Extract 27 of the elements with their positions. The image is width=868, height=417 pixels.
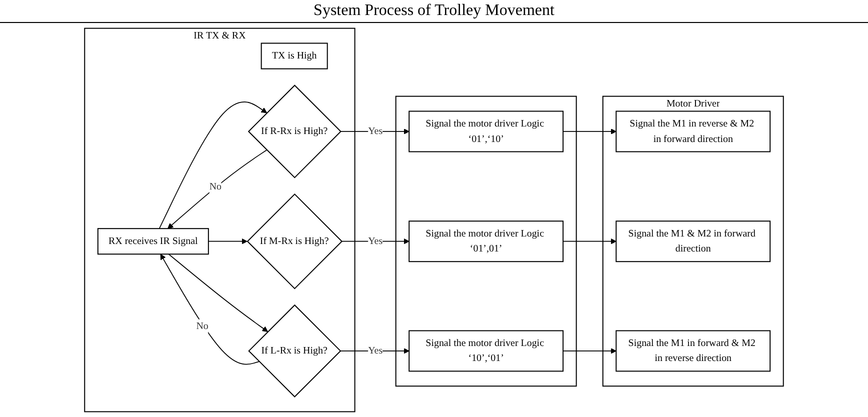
arrow: [168, 254, 268, 332]
arrow: [160, 254, 260, 365]
arrow: [562, 238, 616, 244]
edge-label: No: [209, 181, 222, 192]
arrow: [168, 150, 268, 229]
edge-label: Yes: [368, 126, 383, 137]
edge-label: Yes: [368, 345, 383, 356]
node-diamond: If L-Rx is High?: [248, 304, 342, 398]
arrow: [158, 102, 268, 229]
node-box: TX is High: [260, 42, 328, 70]
arrow: [562, 128, 616, 134]
node-box: RX receives IR Signal: [97, 228, 209, 255]
edge-label: No: [196, 321, 208, 332]
node-box: Signal the M1 & M2 in forward direction: [616, 220, 771, 262]
diagram-title: System Process of Trolley Movement: [0, 0, 868, 23]
node-box: Signal the M1 in forward & M2 in reverse direction: [616, 330, 771, 372]
edge-label: Yes: [368, 236, 383, 246]
node-box: Signal the motor driver Logic ‘01’,01’: [408, 220, 564, 262]
node-diamond: If R-Rx is High?: [248, 84, 342, 178]
arrow: [340, 128, 410, 134]
node-diamond: If M-Rx is High?: [246, 193, 343, 290]
node-box: Signal the motor driver Logic ‘01’,‘10’: [408, 110, 564, 152]
cluster: [395, 96, 577, 387]
node-box: Signal the motor driver Logic ‘10’,‘01’: [408, 330, 564, 372]
arrow: [208, 238, 248, 244]
node-box: Signal the M1 in reverse & M2 in forward direction: [616, 110, 771, 152]
arrow: [562, 348, 616, 354]
